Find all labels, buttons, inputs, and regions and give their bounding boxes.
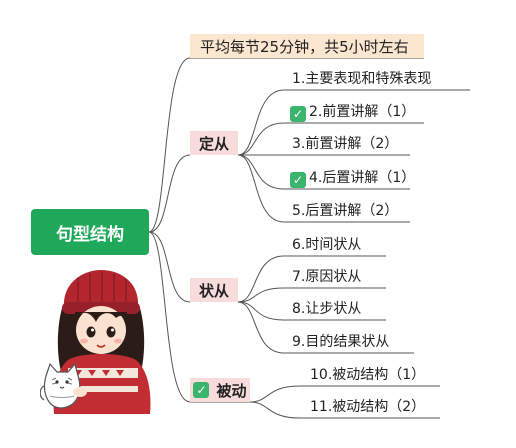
item-label: 3.前置讲解（2） [292,136,399,152]
category-label: 被动 [216,381,247,400]
connector-root-cat-2 [148,231,191,303]
check-box-icon: ✓ [290,106,306,122]
item-7: 7.原因状从 [292,268,361,286]
item-label: 5.后置讲解（2） [292,203,399,219]
item-3: 3.前置讲解（2） [292,135,398,153]
item-5: 5.后置讲解（2） [292,202,398,220]
category-label: 状从 [198,281,229,300]
girl-with-cat-illustration [40,270,151,414]
root-node: 句型结构 [31,209,149,255]
item-label: 2.前置讲解（1） [309,104,416,120]
connector-root-note [148,57,191,233]
item-8: 8.让步状从 [292,300,361,318]
item-label: 8.让步状从 [292,301,362,317]
category-relative-clause: 定从 [190,131,238,155]
item-label: 10.被动结构（1） [310,367,426,383]
item-10: 10.被动结构（1） [310,366,425,384]
item-label: 1.主要表现和特殊表现 [292,71,432,87]
item-label: 11.被动结构（2） [310,399,426,415]
item-label: 4.后置讲解（1） [309,170,416,186]
item-11: 11.被动结构（2） [310,398,425,416]
item-label: 6.时间状从 [292,237,362,253]
item-6: 6.时间状从 [292,236,361,254]
time-note-text: 平均每节25分钟，共5小时左右 [200,37,409,56]
connector-root-cat-3 [148,231,191,403]
item-label: 7.原因状从 [292,269,362,285]
connector-root-cat-1 [148,154,191,233]
item-4: ✓4.后置讲解（1） [290,169,415,188]
category-passive: ✓ 被动 [190,378,250,402]
check-box-icon: ✓ [193,382,210,398]
item-9: 9.目的结果状从 [292,333,389,351]
root-label: 句型结构 [56,224,124,245]
category-adverbial-clause: 状从 [190,278,238,302]
item-1: 1.主要表现和特殊表现 [292,70,431,88]
item-label: 9.目的结果状从 [292,334,390,350]
category-label: 定从 [198,134,229,153]
time-note: 平均每节25分钟，共5小时左右 [190,34,424,58]
item-2: ✓2.前置讲解（1） [290,103,415,122]
check-box-icon: ✓ [290,172,306,188]
